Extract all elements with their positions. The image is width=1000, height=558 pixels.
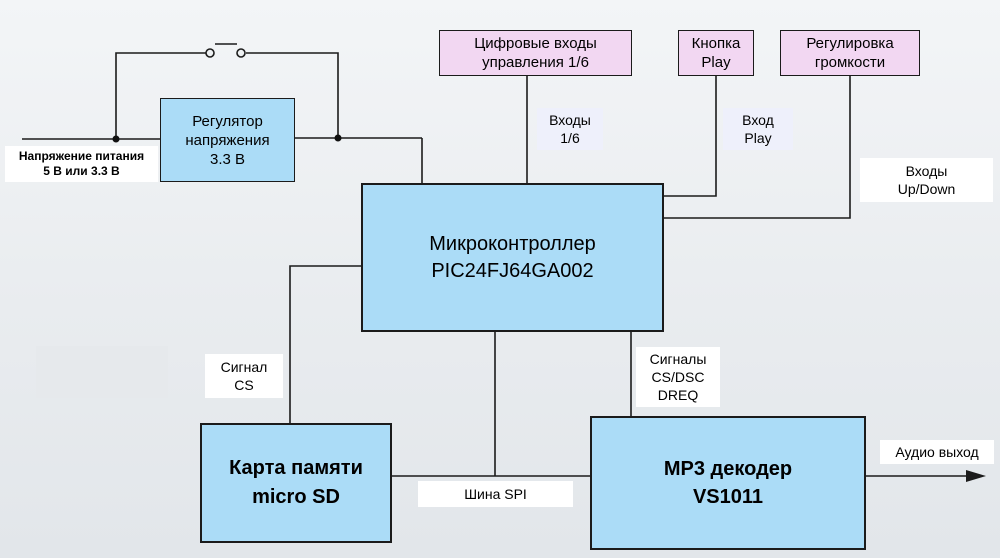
voltage-regulator-block: Регулятор напряжения 3.3 В (160, 98, 295, 182)
bypass-switch-contact-left (205, 48, 215, 58)
wire-play-button (664, 76, 717, 197)
audio-output-label: Аудио выход (880, 440, 994, 464)
cs-line2: CS (234, 377, 254, 393)
mcu-line2: PIC24FJ64GA002 (431, 259, 594, 282)
supply-line2: 5 В или 3.3 В (43, 164, 120, 178)
inputs16-line2: 1/6 (560, 130, 580, 146)
supply-line1: Напряжение питания (18, 149, 145, 163)
updown-line2: Up/Down (897, 181, 956, 197)
regulator-line2: напряжения (185, 131, 270, 149)
volume-line1: Регулировка (806, 35, 894, 52)
bypass-switch-contact-right (236, 48, 246, 58)
signals-line3: DREQ (657, 387, 699, 403)
sd-card-line1: Карта памяти (229, 457, 363, 479)
wire-bypass-switch-right (246, 52, 339, 138)
mp3-signals-label: Сигналы CS/DSC DREQ (636, 347, 720, 407)
wire-cs (289, 265, 361, 423)
play-button-line1: Кнопка (691, 35, 741, 52)
play-button-line2: Play (701, 54, 731, 71)
spi-bus-label: Шина SPI (418, 481, 573, 507)
mp3-decoder-block: MP3 декодер VS1011 (590, 416, 866, 550)
updown-inputs-label: Входы Up/Down (860, 158, 993, 202)
volume-block: Регулировка громкости (780, 30, 920, 76)
regulator-line3: 3.3 В (209, 150, 246, 168)
audio-out-text: Аудио выход (895, 444, 979, 460)
mcu-line1: Микроконтроллер (429, 232, 596, 255)
play-button-block: Кнопка Play (678, 30, 754, 76)
sd-card-line2: micro SD (252, 486, 340, 508)
supply-voltage-label: Напряжение питания 5 В или 3.3 В (5, 146, 158, 182)
cs-signal-label: Сигнал CS (205, 354, 283, 398)
mp3-line1: MP3 декодер (663, 458, 793, 480)
wire-volume (664, 76, 851, 219)
play-in-line2: Play (744, 130, 772, 146)
updown-line1: Входы (905, 163, 948, 179)
regulator-line1: Регулятор (192, 112, 263, 130)
play-input-label: Вход Play (723, 108, 793, 150)
wire-bypass-switch-left (115, 52, 206, 139)
spi-text: Шина SPI (464, 486, 527, 502)
junction-dot-left (112, 135, 120, 143)
play-in-line1: Вход (742, 112, 774, 128)
volume-line2: громкости (814, 54, 886, 71)
junction-dot-right (334, 134, 342, 142)
digital-inputs-line1: Цифровые входы (474, 35, 597, 52)
digital-inputs-block: Цифровые входы управления 1/6 (439, 30, 632, 76)
signals-line1: Сигналы (649, 351, 707, 367)
mp3-line2: VS1011 (692, 486, 764, 508)
sd-card-block: Карта памяти micro SD (200, 423, 392, 543)
signals-line2: CS/DSC (651, 369, 705, 385)
background-panel (36, 346, 168, 398)
microcontroller-block: Микроконтроллер PIC24FJ64GA002 (361, 183, 664, 332)
inputs16-line1: Входы (549, 112, 591, 128)
cs-line1: Сигнал (220, 359, 268, 375)
inputs-1-6-label: Входы 1/6 (537, 108, 603, 150)
digital-inputs-line2: управления 1/6 (482, 54, 589, 71)
audio-out-arrow-icon (966, 470, 986, 482)
